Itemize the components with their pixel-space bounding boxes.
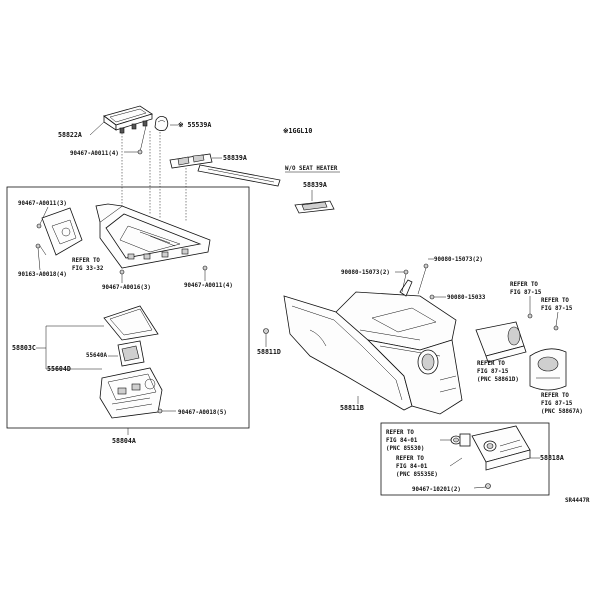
- clip-icon: [119, 269, 125, 275]
- part-55539A-knob[interactable]: [154, 116, 169, 131]
- refer-33-32-line2: FIG 33-32: [72, 266, 104, 272]
- leader-clip-a: [401, 273, 407, 293]
- clip-icon: [429, 294, 435, 300]
- part-58839A-cover[interactable]: [294, 200, 335, 214]
- part-55640A-insert[interactable]: [117, 340, 145, 367]
- clip-icon: [263, 328, 269, 334]
- refer-58867A-line1: REFER TO: [541, 393, 569, 399]
- part-socket-connector[interactable]: [450, 433, 471, 447]
- label-58839A-box: 58839A: [303, 181, 327, 189]
- leader-90163-b: [37, 247, 41, 271]
- label-58803C: 58803C: [12, 344, 36, 352]
- leader-58822A: [89, 121, 105, 136]
- refer-58861D-line3: (PNC 58861D): [477, 377, 519, 383]
- refer-58861D-line2: FIG 87-15: [477, 369, 509, 375]
- seat-heater-note: W/O SEAT HEATER: [285, 166, 338, 172]
- label-90467-10201-2: 90467-10201(2): [412, 487, 461, 493]
- refer-87-15-top-line2: FIG 87-15: [510, 290, 542, 296]
- clip-icon: [423, 263, 429, 269]
- leader-87-15-mid: [555, 311, 559, 327]
- part-58822A-tray[interactable]: [103, 105, 153, 134]
- clip-icon: [157, 408, 163, 414]
- trim-strip-edge: [207, 168, 275, 183]
- leader-90467-A0011-top-b: [139, 125, 147, 153]
- label-90467-A0011-4-right: 90467-A0011(4): [184, 283, 233, 289]
- part-55604D-housing[interactable]: [99, 367, 163, 419]
- label-90080-15033: 90080-15033: [447, 295, 486, 301]
- refer-58867A-line2: FIG 87-15: [541, 401, 573, 407]
- refer-85535E-line2: FIG 84-01: [396, 464, 428, 470]
- part-58861D-duct[interactable]: [475, 321, 527, 363]
- label-58818A: 58818A: [540, 454, 564, 462]
- clip-icon: [485, 483, 491, 489]
- refer-58861D-line1: REFER TO: [477, 361, 505, 367]
- label-90467-A0018-5: 90467-A0018(5): [178, 410, 227, 416]
- assembly-58818A-frame: [380, 422, 550, 496]
- label-90080-15073-a: 90080-15073(2): [341, 270, 390, 276]
- refer-87-15-mid-line2: FIG 87-15: [541, 306, 573, 312]
- label-58804A: 58804A: [112, 437, 136, 445]
- refer-85535E-line1: REFER TO: [396, 456, 424, 462]
- bolt-icon: [137, 149, 143, 155]
- clip-icon: [403, 269, 409, 275]
- label-58839A-top: 58839A: [223, 154, 247, 162]
- label-58822A: 58822A: [58, 131, 82, 139]
- label-58811B: 58811B: [340, 404, 364, 412]
- label-58811D: 58811D: [257, 348, 281, 356]
- part-bracket[interactable]: [41, 207, 83, 256]
- refer-87-15-top-line1: REFER TO: [510, 282, 538, 288]
- label-90080-15073-b: 90080-15073(2): [434, 257, 483, 263]
- clip-icon: [527, 313, 533, 319]
- label-90163-A0018-4: 90163-A0018(4): [18, 272, 67, 278]
- label-90467-A0011-4-top: 90467-A0011(4): [70, 151, 119, 157]
- trim-strip[interactable]: [197, 164, 281, 187]
- part-upper-console-tray[interactable]: [95, 203, 211, 269]
- leader-90467-10201: [473, 486, 487, 489]
- refer-85530-line2: FIG 84-01: [386, 438, 418, 444]
- label-55640A: 55640A: [86, 353, 107, 359]
- leader-85535E: [449, 457, 463, 467]
- label-55604D: 55604D: [47, 365, 71, 373]
- leader-90467-A0011-3: [39, 206, 49, 225]
- leader-90163: [39, 245, 47, 256]
- clip-icon: [202, 265, 208, 271]
- label-55539A: ※ 55539A: [178, 121, 211, 129]
- refer-85530-line3: (PNC 85530): [386, 446, 424, 452]
- part-58818A-panel[interactable]: [471, 425, 531, 471]
- part-58867A-duct[interactable]: [529, 348, 567, 391]
- refer-87-15-mid-line1: REFER TO: [541, 298, 569, 304]
- diagram-id: SR4447R: [565, 498, 590, 504]
- label-90467-A0011-3: 90467-A0011(3): [18, 201, 67, 207]
- clip-icon: [36, 223, 42, 229]
- refer-58867A-line3: (PNC 58867A): [541, 409, 583, 415]
- refer-85530-line1: REFER TO: [386, 430, 414, 436]
- part-58811B-console-box[interactable]: [283, 279, 463, 415]
- leader-clip-b: [417, 267, 427, 295]
- refer-33-32-line1: REFER TO: [72, 258, 100, 264]
- part-58803C-plate[interactable]: [103, 305, 159, 341]
- note-symbol: ※1GGL10: [283, 127, 312, 135]
- clip-icon: [35, 243, 41, 249]
- part-58839A-switch-panel[interactable]: [169, 153, 213, 169]
- clip-icon: [553, 325, 559, 331]
- label-90467-A0016-3: 90467-A0016(3): [102, 285, 151, 291]
- refer-85535E-line3: (PNC 85535E): [396, 472, 438, 478]
